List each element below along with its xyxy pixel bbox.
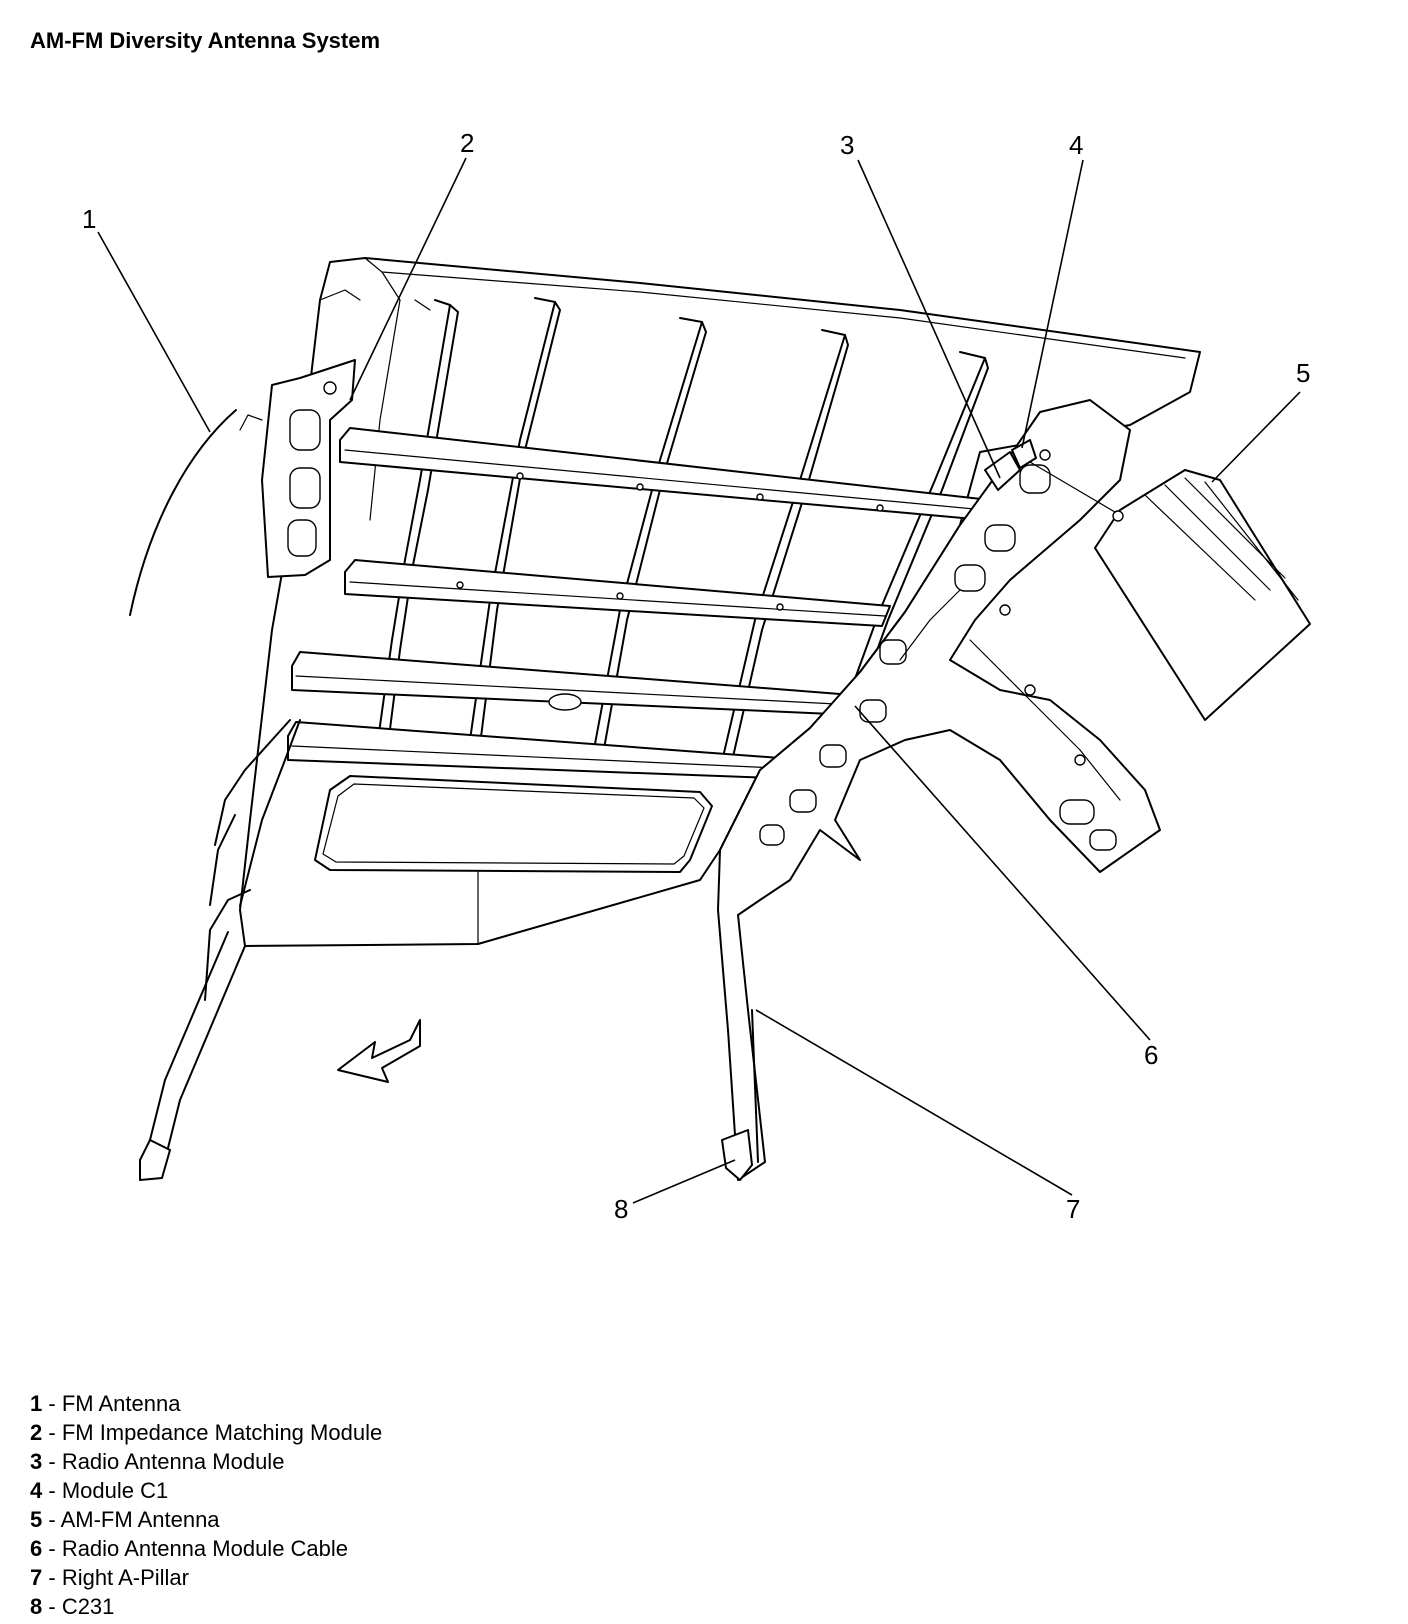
diagram-title: AM-FM Diversity Antenna System (30, 28, 381, 53)
legend-item: 2 - FM Impedance Matching Module (30, 1420, 383, 1445)
left-side-rail (139, 359, 356, 1181)
am-fm-antenna (1094, 469, 1311, 721)
legend-list: 1 - FM Antenna 2 - FM Impedance Matching… (30, 1389, 382, 1621)
callout-6: 6 (1144, 1040, 1158, 1070)
callout-4: 4 (1069, 130, 1083, 160)
legend-item: 8 - C231 (30, 1594, 115, 1619)
legend-item: 3 - Radio Antenna Module (30, 1449, 285, 1474)
roof-bows (287, 427, 991, 779)
callout-numbers: 1 2 3 4 5 6 7 8 (82, 128, 1310, 1224)
right-a-pillar (717, 399, 1161, 1181)
legend-item: 1 - FM Antenna (30, 1391, 181, 1416)
forward-arrow-icon (337, 1019, 421, 1083)
callout-8: 8 (614, 1194, 628, 1224)
legend-item: 5 - AM-FM Antenna (30, 1507, 220, 1532)
legend-item: 6 - Radio Antenna Module Cable (30, 1536, 349, 1561)
legend-item: 4 - Module C1 (30, 1478, 169, 1503)
callout-2: 2 (460, 128, 474, 158)
callout-1: 1 (82, 204, 96, 234)
callout-3: 3 (840, 130, 854, 160)
legend-item: 7 - Right A-Pillar (30, 1565, 189, 1590)
fm-antenna (129, 409, 263, 616)
callout-5: 5 (1296, 358, 1310, 388)
radio-antenna-module (984, 439, 1121, 516)
roof-structure-diagram: 1 2 3 4 5 6 7 8 (82, 128, 1311, 1224)
sunroof-opening (314, 775, 713, 945)
callout-7: 7 (1066, 1194, 1080, 1224)
leader-lines (97, 157, 1301, 1204)
